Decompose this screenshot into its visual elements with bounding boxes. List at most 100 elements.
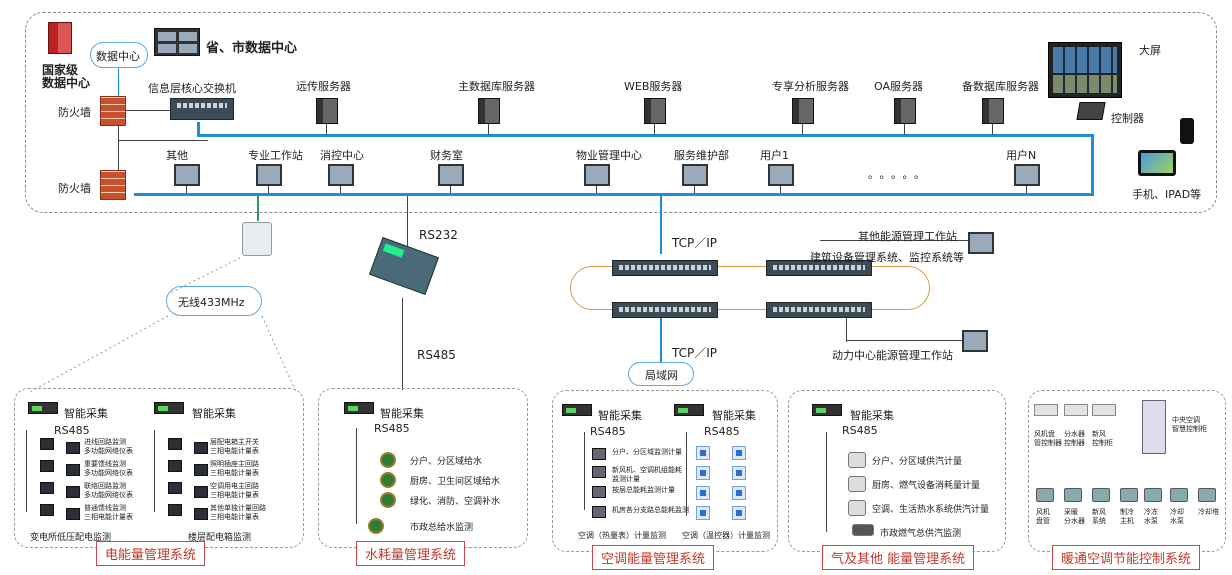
electric-caption-b: 楼层配电箱监测 [188, 533, 252, 543]
ring-switch-icon [766, 260, 872, 276]
monitor-wall-icon [154, 28, 200, 56]
cloud-to-firewall-line [118, 68, 119, 96]
firewall-label-1: 防火墙 [58, 106, 91, 119]
meter-icon [168, 460, 182, 472]
server-icon [478, 98, 500, 124]
water-meter-icon [380, 492, 396, 508]
network-frame [25, 12, 1217, 213]
heat-meter-icon [592, 486, 606, 498]
meter-label: 进线回路监测 多功能网络仪表 [84, 438, 133, 455]
big-screen-label: 大屏 [1139, 44, 1161, 57]
core-switch-label: 信息层核心交换机 [148, 82, 236, 95]
tcpip-link-bottom [660, 318, 662, 362]
firewall-icon [100, 170, 126, 200]
meter-label: 层配电箱主开关 三相电能计量表 [210, 438, 259, 455]
smart-cabinet-icon [1142, 400, 1166, 454]
client-pc-icon [768, 164, 794, 186]
thermostat-icon [696, 466, 710, 480]
equipment-label: 冷冻 水泵 [1144, 508, 1158, 525]
firewall-link-line [118, 126, 119, 170]
gas-meter-icon [848, 476, 866, 492]
power-center-ws-label: 动力中心能源管理工作站 [832, 349, 953, 362]
client-drop-line [596, 186, 597, 193]
client-pc-icon [584, 164, 610, 186]
client-label: 财务室 [430, 149, 463, 162]
gas-item-label: 空调、生活热水系统供汽计量 [872, 505, 990, 515]
controller-label: 新风 控制柜 [1092, 430, 1113, 447]
server-drop-line [992, 124, 993, 135]
collector-icon [344, 402, 374, 414]
firewall-link-line [126, 110, 172, 111]
meter-icon [168, 438, 182, 450]
lan-cloud [628, 362, 694, 386]
meter-icon [66, 442, 80, 454]
meter-icon [40, 504, 54, 516]
hvac-equipment-icon [1120, 488, 1138, 502]
server-drop-line [326, 124, 327, 135]
server-icon [894, 98, 916, 124]
hvac-equipment-icon [1036, 488, 1054, 502]
water-item-label: 绿化、消防、空调补水 [410, 497, 501, 507]
client-drop-line [268, 186, 269, 193]
hvac-control-title: 暖通空调节能控制系统 [1052, 545, 1201, 570]
thermostat-icon [696, 506, 710, 520]
client-drop-line [694, 186, 695, 193]
server-icon [316, 98, 338, 124]
mobile-label: 手机、IPAD等 [1132, 188, 1202, 201]
hvac-caption-a: 空调（热量表）计量监测 [578, 531, 666, 540]
client-drop-line [780, 186, 781, 193]
client-pc-icon [682, 164, 708, 186]
controller-box-icon [1064, 404, 1088, 416]
meter-icon [66, 508, 80, 520]
server-icon [982, 98, 1004, 124]
collector-icon [674, 404, 704, 416]
water-item-label: 分户、分区域给水 [410, 457, 483, 467]
meter-icon [66, 464, 80, 476]
client-label: 专业工作站 [248, 149, 303, 162]
heat-meter-icon [592, 506, 606, 518]
client-label: 用户1 [760, 149, 789, 162]
hvac-equipment-icon [1064, 488, 1082, 502]
thermostat-icon [696, 446, 710, 460]
client-drop-line [1026, 186, 1027, 193]
water-meter-icon [368, 518, 384, 534]
meter-icon [168, 482, 182, 494]
meter-icon [40, 460, 54, 472]
hvac-equipment-icon [1144, 488, 1162, 502]
collector-icon [562, 404, 592, 416]
meter-icon [40, 438, 54, 450]
other-energy-ws-label: 其他能源管理工作站 [858, 230, 957, 243]
big-screen-icon [1048, 42, 1122, 98]
meter-label: 联络回路监测 多功能网络仪表 [84, 482, 133, 499]
collector-label: 智能采集 [712, 409, 756, 422]
server-bus [197, 134, 1093, 137]
hvac-item-label: 机房各分支路总能耗监测 [612, 506, 689, 514]
ring-switch-icon [612, 260, 718, 276]
server-label: OA服务器 [874, 80, 923, 93]
national-datacenter-server-icon [48, 22, 72, 54]
server-label: WEB服务器 [624, 80, 683, 93]
collector-label: 智能采集 [192, 407, 236, 420]
bus-line [154, 430, 155, 512]
collector-label: 智能采集 [380, 407, 424, 420]
meter-label: 空调用电主回路 三相电能计量表 [210, 482, 259, 499]
electric-system-title: 电能量管理系统 [96, 541, 206, 566]
equipment-label: 风机 盘管 [1036, 508, 1050, 525]
bus-line [356, 428, 357, 524]
bus-line [584, 432, 585, 510]
client-pc-icon [1014, 164, 1040, 186]
lan-label: 局域网 [645, 369, 678, 382]
equipment-label: 冷却塔 [1198, 508, 1219, 516]
wireless-link [257, 195, 259, 221]
rs485-label: RS485 [417, 348, 456, 362]
client-label: 其他 [166, 149, 188, 162]
tcpip-link-top [660, 196, 662, 254]
thermostat-icon [732, 466, 746, 480]
equipment-label: 新风 系统 [1092, 508, 1106, 525]
meter-label: 重要馈线监测 多功能网络仪表 [84, 460, 133, 477]
thermostat-icon [732, 446, 746, 460]
server-label: 远传服务器 [296, 80, 351, 93]
wireless-gateway-icon [242, 222, 272, 256]
core-switch-icon [170, 98, 234, 120]
client-pc-icon [328, 164, 354, 186]
